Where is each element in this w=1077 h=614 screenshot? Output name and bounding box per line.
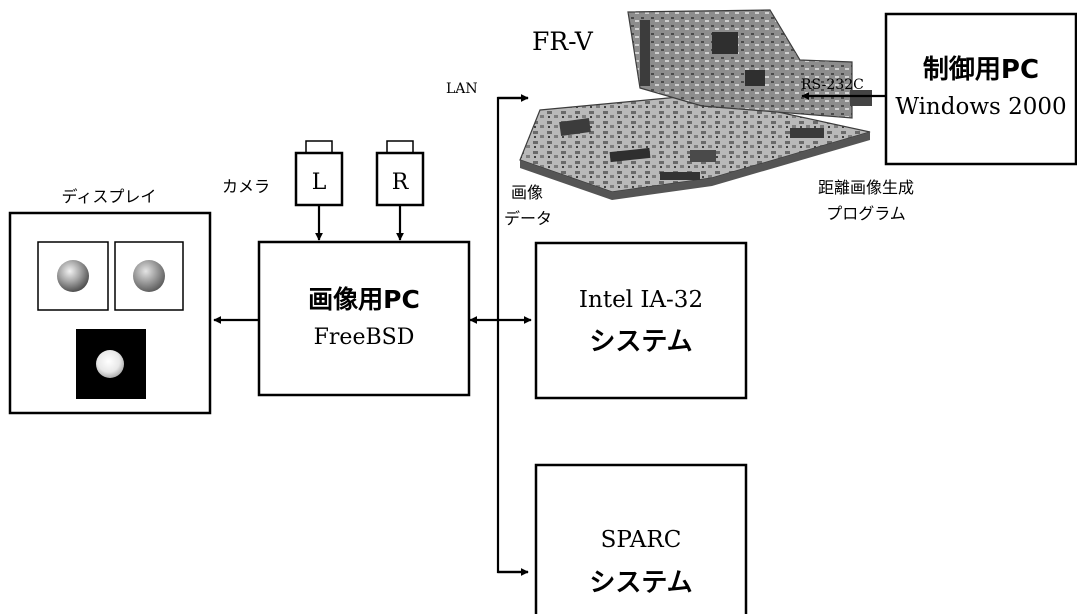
control-pc-os: Windows 2000 xyxy=(895,94,1066,120)
distance-program-label-line1: 距離画像生成 xyxy=(818,178,914,197)
intel-system-box xyxy=(536,243,746,398)
camera-left-label: L xyxy=(312,170,327,195)
intel-system-subtitle: システム xyxy=(589,327,692,357)
display-label: ディスプレイ xyxy=(62,187,157,206)
image-data-label-line2: データ xyxy=(504,209,552,228)
image-pc-os: FreeBSD xyxy=(314,325,415,350)
sparc-system-subtitle: システム xyxy=(589,568,692,598)
left-sphere-image xyxy=(57,260,89,292)
distance-program-label-line2: プログラム xyxy=(826,204,906,223)
camera-right-label: R xyxy=(392,170,410,195)
control-pc-title: 制御用PC xyxy=(923,54,1039,85)
image-pc-title: 画像用PC xyxy=(308,285,420,314)
camera-label: カメラ xyxy=(222,177,270,196)
image-pc-box xyxy=(259,242,469,395)
depth-sphere xyxy=(96,350,124,378)
image-data-label-line1: 画像 xyxy=(511,183,543,202)
fr-v-label: FR-V xyxy=(532,27,594,56)
camera-right: R xyxy=(377,141,423,205)
intel-system-title: Intel IA-32 xyxy=(579,287,703,313)
lan-label: LAN xyxy=(446,81,478,97)
camera-left: L xyxy=(296,141,342,205)
rs232c-label: RS-232C xyxy=(801,77,864,93)
right-sphere-image xyxy=(133,260,165,292)
control-pc-box xyxy=(886,14,1076,164)
sparc-system-title: SPARC xyxy=(601,527,682,553)
